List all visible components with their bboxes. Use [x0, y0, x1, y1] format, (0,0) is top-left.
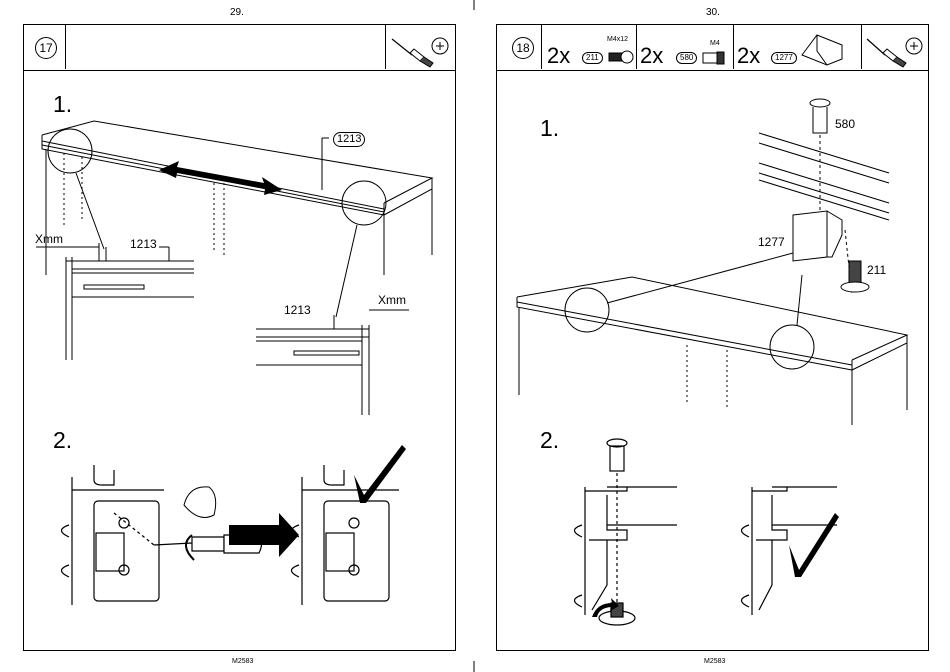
right-page-panel: 18 2x 211 M4x12 2x 580 M4 2x 1277: [496, 24, 929, 651]
wardrobe-rail-illustration: [24, 25, 457, 652]
left-page-panel: 17 1. 2. 1213 Xmm 1213 1213 Xmm: [23, 24, 456, 651]
strength-arm-icon: [184, 487, 216, 518]
wardrobe-bracket-illustration: [497, 25, 930, 652]
checkmark-icon: [789, 513, 839, 577]
checkmark-icon: [354, 445, 406, 503]
